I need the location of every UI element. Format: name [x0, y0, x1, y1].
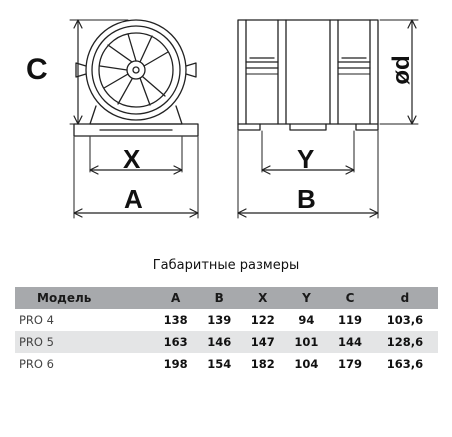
table-cell: 104 — [294, 357, 319, 371]
dimension-label-b: B — [297, 184, 316, 214]
table-cell: 198 — [163, 357, 188, 371]
table-row: PRO 4 138 139 122 94 119 103,6 — [15, 309, 438, 331]
table-cell-model: PRO 5 — [15, 331, 154, 353]
table-cell: 163 — [153, 331, 198, 353]
side-view — [237, 19, 419, 219]
table-cell: 128,6 — [371, 331, 438, 353]
table-title: Габаритные размеры — [152, 258, 300, 273]
table-cell: 182 — [250, 357, 275, 371]
table-cell: 139 — [207, 313, 232, 327]
column-header-d: d — [371, 287, 438, 309]
column-header-a: A — [153, 287, 198, 309]
column-header-y: Y — [284, 287, 329, 309]
table-cell: 179 — [338, 357, 363, 371]
table-cell: 122 — [250, 313, 275, 327]
dimension-label-x: X — [123, 144, 141, 174]
front-view — [69, 19, 199, 219]
table-row: PRO 6 198 154 182 104 179 163,6 — [15, 353, 438, 375]
fan-dimension-drawing — [69, 19, 419, 219]
dimension-label-y: Y — [297, 144, 315, 174]
table-cell: 144 — [328, 331, 372, 353]
table-cell: 147 — [241, 331, 285, 353]
table-cell-model: PRO 4 — [19, 313, 54, 327]
table-cell: 94 — [298, 313, 315, 327]
dimension-label-c: C — [26, 53, 48, 86]
column-header-c: C — [328, 287, 372, 309]
table-header-row: Модель A B X Y C d — [15, 287, 438, 309]
table-cell: 119 — [338, 313, 363, 327]
table-cell: 103,6 — [386, 313, 424, 327]
table-row: PRO 5 163 146 147 101 144 128,6 — [15, 331, 438, 353]
table-cell: 154 — [207, 357, 232, 371]
dimensions-table: Модель A B X Y C d PRO 4 138 139 122 94 … — [15, 287, 438, 375]
column-header-x: X — [241, 287, 285, 309]
table-cell: 146 — [197, 331, 241, 353]
column-header-model: Модель — [15, 287, 154, 309]
table-cell: 101 — [284, 331, 329, 353]
dimension-label-d: ød — [388, 55, 415, 85]
dimension-label-a: A — [124, 184, 143, 214]
table-cell: 163,6 — [386, 357, 424, 371]
dimension-lines — [73, 19, 417, 218]
column-header-b: B — [197, 287, 241, 309]
table-cell-model: PRO 6 — [19, 357, 54, 371]
table-cell: 138 — [163, 313, 188, 327]
